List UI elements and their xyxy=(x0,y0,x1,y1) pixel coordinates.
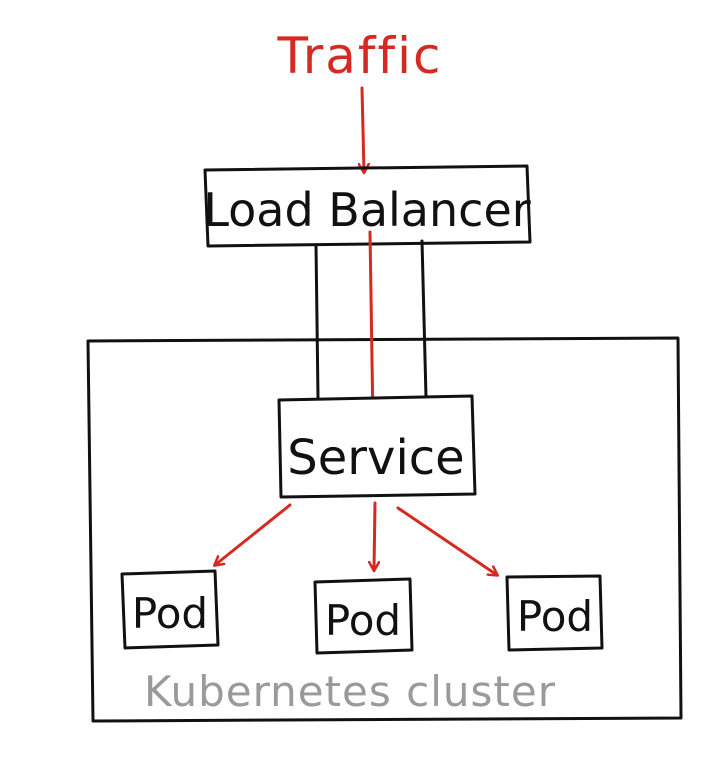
lb-connector-right xyxy=(420,239,428,399)
load-balancer-box: Load Balancer xyxy=(203,164,532,248)
pod-box: Pod xyxy=(505,574,604,652)
pod-label: Pod xyxy=(517,592,593,641)
pod-box: Pod xyxy=(120,569,220,650)
service-to-pod-arrow-right xyxy=(396,506,497,575)
pod-label: Pod xyxy=(325,596,401,645)
pod-box: Pod xyxy=(313,577,414,655)
traffic-label: Traffic xyxy=(277,27,443,85)
service-to-pod-arrow-left xyxy=(215,503,292,565)
lb-to-service-arrow xyxy=(370,230,373,424)
traffic-arrow xyxy=(362,86,364,172)
cluster-label: Kubernetes cluster xyxy=(144,667,556,716)
pod-label: Pod xyxy=(132,589,208,638)
service-box: Service xyxy=(277,394,477,499)
cluster-box xyxy=(86,336,683,723)
load-balancer-label: Load Balancer xyxy=(203,183,530,237)
service-label: Service xyxy=(287,430,464,486)
lb-connector-left xyxy=(314,243,320,400)
service-to-pod-arrow-middle xyxy=(374,501,375,570)
